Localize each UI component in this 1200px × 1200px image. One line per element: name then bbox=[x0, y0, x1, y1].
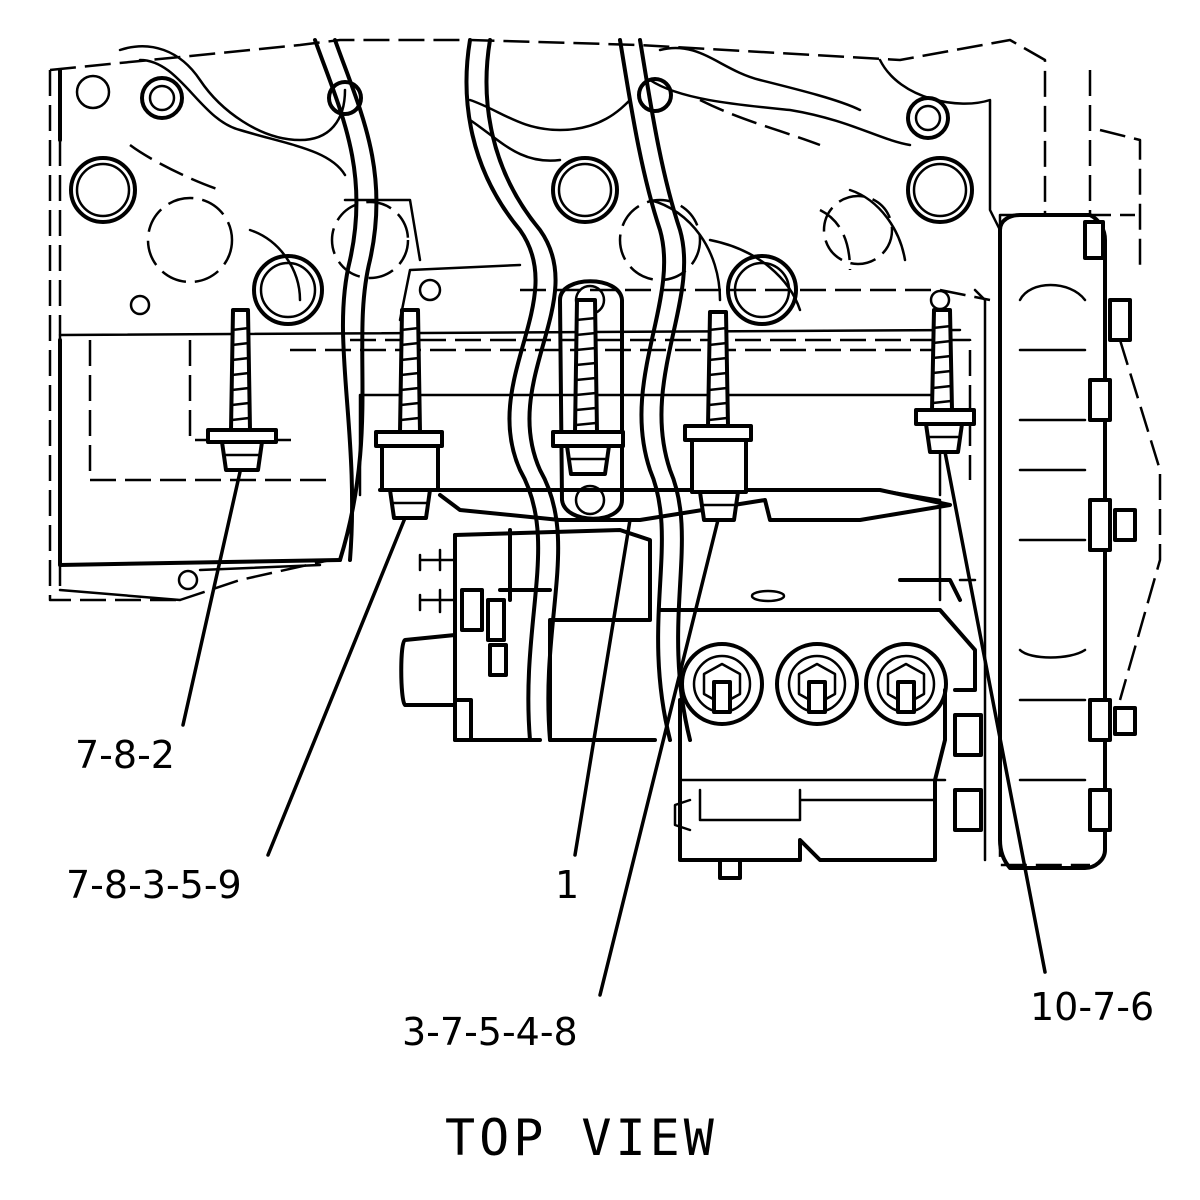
leader-c1 bbox=[181, 470, 242, 727]
leader-lines bbox=[181, 450, 1047, 997]
view-title: TOP VIEW bbox=[445, 1109, 718, 1167]
leader-c4 bbox=[598, 518, 720, 997]
callout-label-1: 7-8-2 bbox=[75, 733, 175, 777]
break-lines bbox=[313, 38, 692, 742]
leader-c2 bbox=[266, 516, 407, 857]
bolt-a bbox=[206, 308, 278, 472]
cover-plate bbox=[953, 213, 1137, 870]
bolt-e bbox=[914, 308, 976, 454]
bolt-d bbox=[683, 310, 753, 522]
pump-assembly bbox=[399, 528, 977, 880]
leader-c3 bbox=[573, 518, 632, 857]
bracket bbox=[378, 279, 952, 522]
callout-label-2: 7-8-3-5-9 bbox=[66, 863, 242, 907]
block-bores bbox=[69, 74, 974, 603]
leader-c5 bbox=[943, 450, 1047, 974]
bolt-b bbox=[374, 308, 444, 520]
bolt-c bbox=[551, 298, 625, 476]
callout-label-5: 10-7-6 bbox=[1030, 985, 1154, 1029]
casting-contours bbox=[118, 45, 1002, 312]
callout-label-4: 3-7-5-4-8 bbox=[402, 1010, 578, 1054]
pump-fittings bbox=[680, 642, 948, 726]
callout-label-3: 1 bbox=[555, 863, 579, 907]
